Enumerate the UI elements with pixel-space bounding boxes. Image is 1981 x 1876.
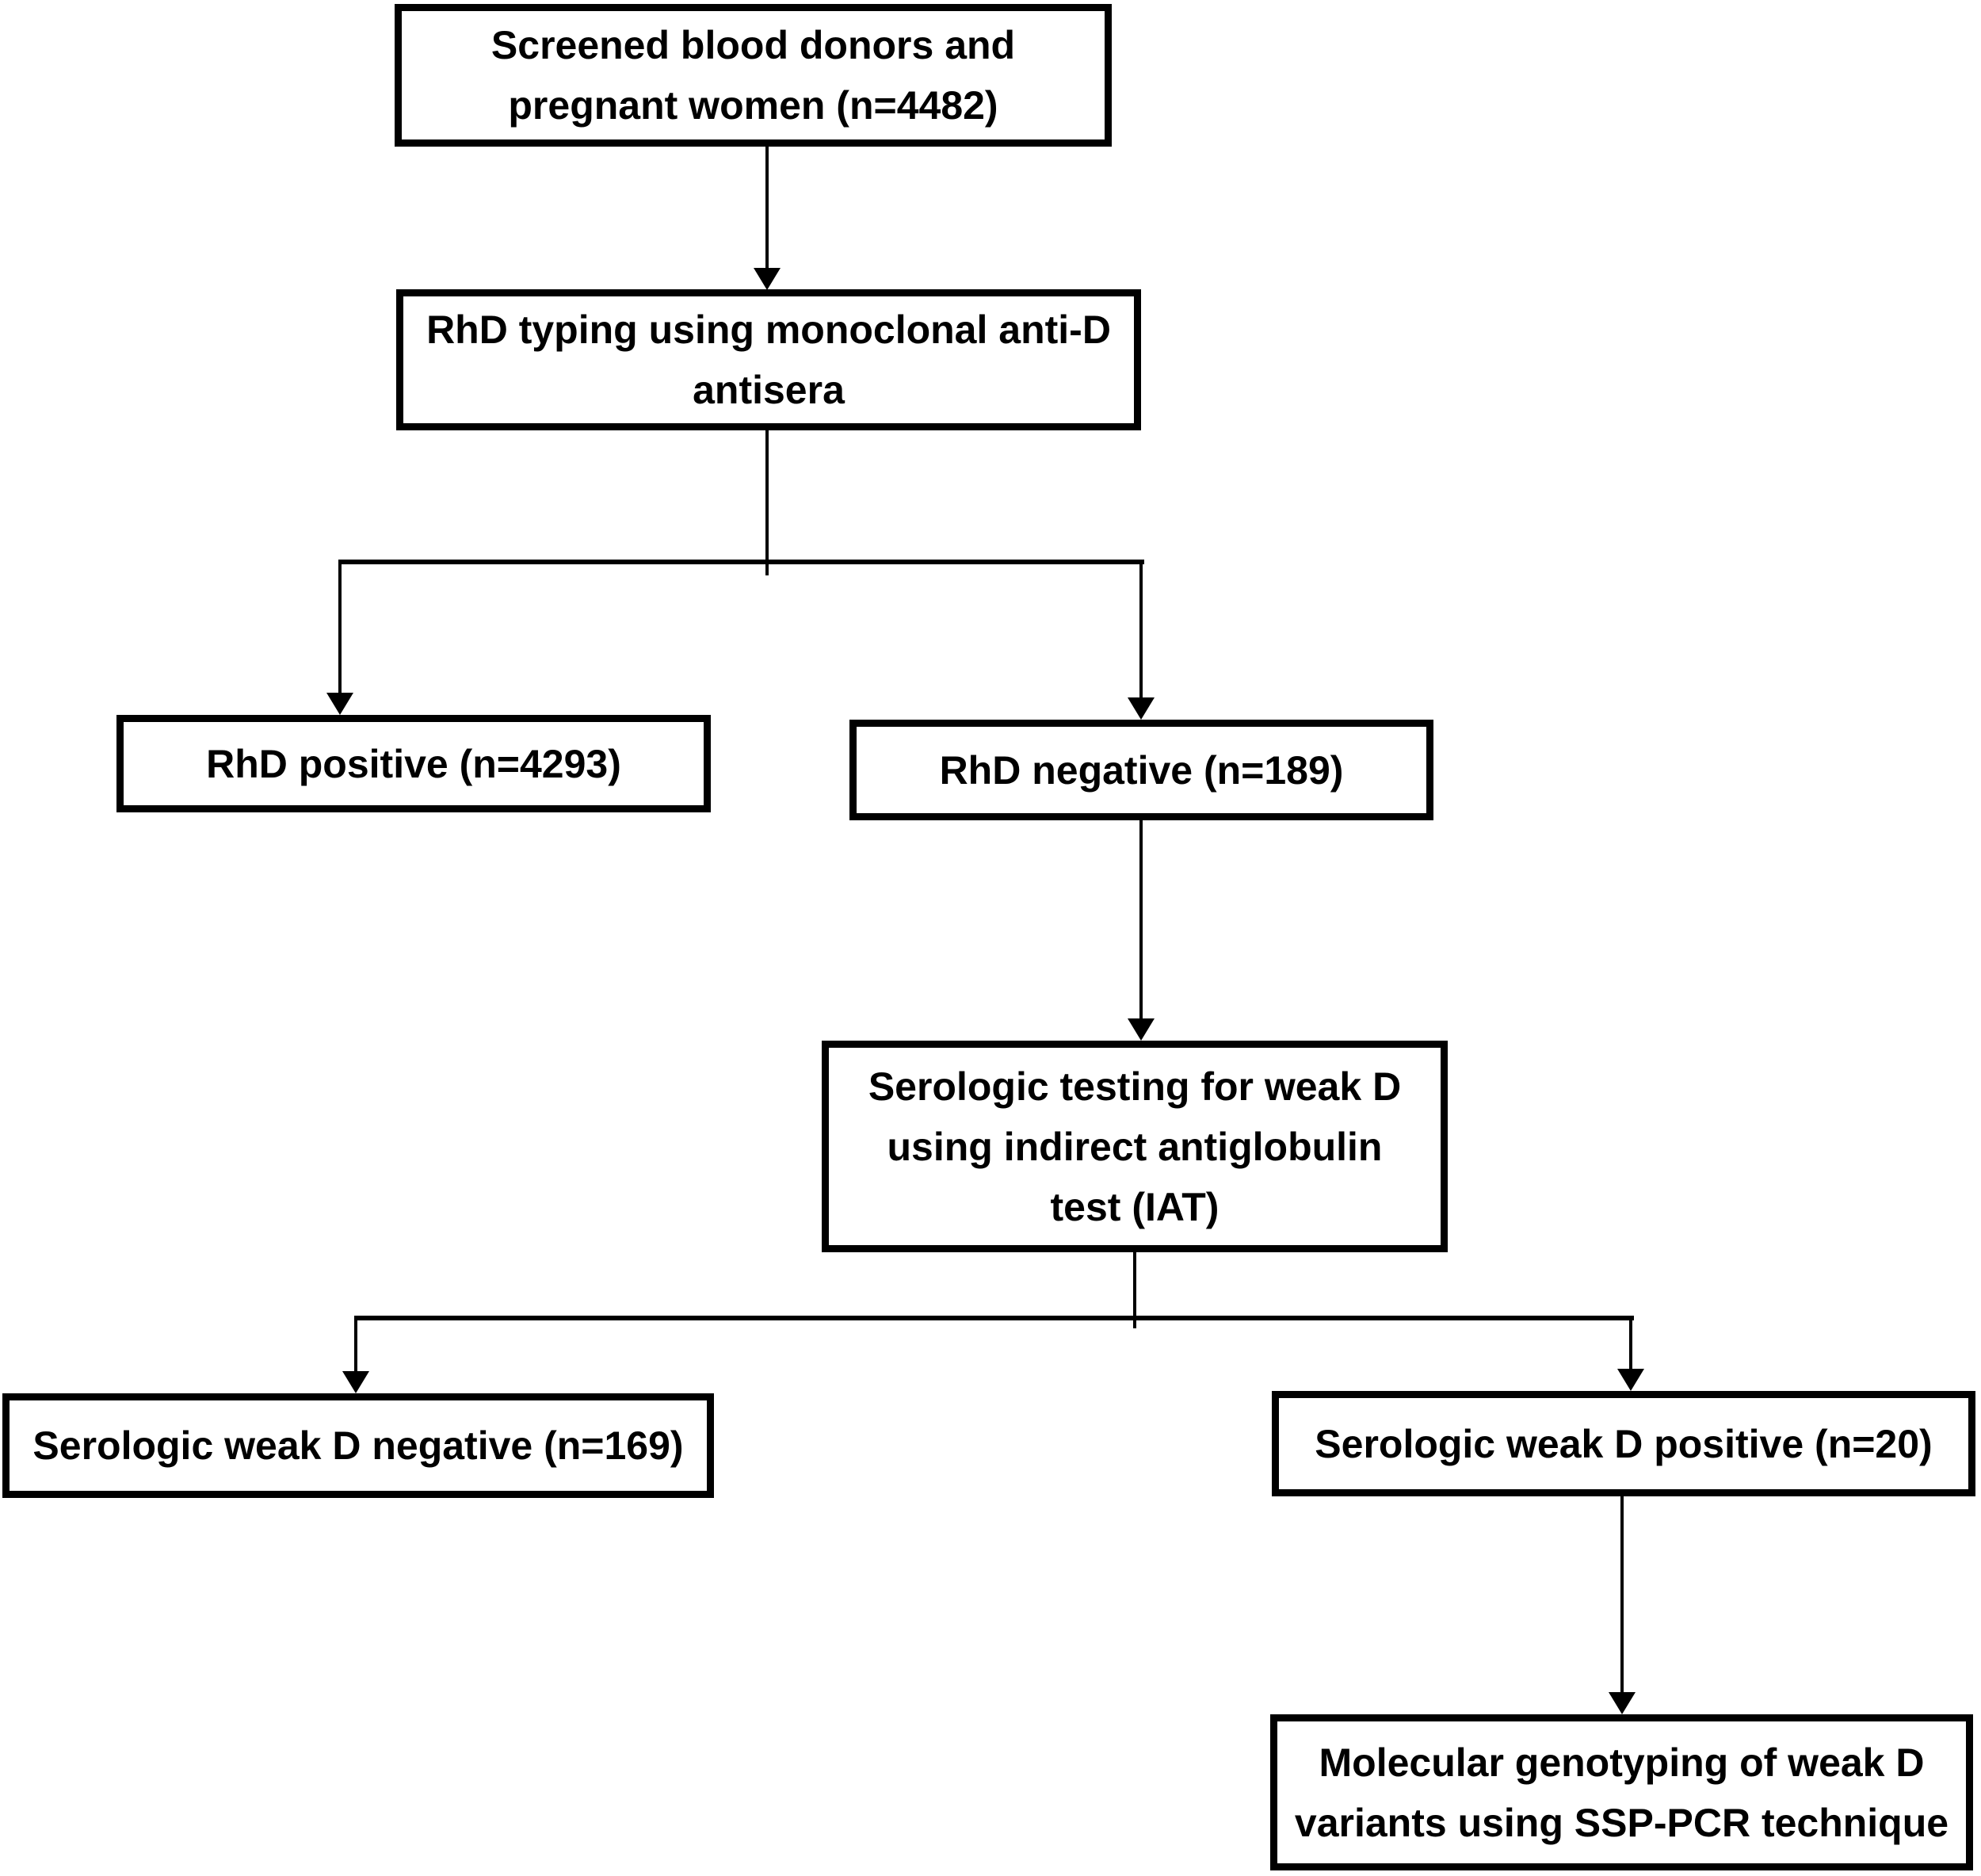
flow-box-rhd-negative: RhD negative (n=189) [849, 720, 1433, 820]
branch-serologic-horizontal [354, 1316, 1634, 1320]
box-text-line: RhD typing using monoclonal anti-D [426, 308, 1111, 352]
flow-box-rhd-typing: RhD typing using monoclonal anti-D antis… [396, 289, 1141, 430]
branch-typing-horizontal [339, 560, 1144, 564]
flow-box-rhd-positive: RhD positive (n=4293) [116, 715, 711, 812]
connector-to-rhd-negative [1139, 560, 1143, 697]
box-text-line: Screened blood donors and [490, 23, 1016, 67]
arrowhead-into-rhd-negative [1128, 697, 1155, 720]
box-text-line: Serologic weak D negative (n=169) [32, 1423, 684, 1468]
box-text-line: variants using SSP-PCR technique [1294, 1800, 1949, 1845]
box-text-line: antisera [693, 368, 845, 412]
connector-to-rhd-positive [338, 560, 342, 693]
connector-positive-to-molecular [1620, 1496, 1624, 1692]
connector-negative-to-serologic [1139, 820, 1143, 1020]
box-text-line: using indirect antiglobulin [887, 1124, 1383, 1169]
branch-serologic-stem [1133, 1252, 1136, 1328]
flow-box-weak-d-negative: Serologic weak D negative (n=169) [2, 1393, 714, 1498]
flow-box-screened-donors: Screened blood donors and pregnant women… [395, 4, 1112, 147]
branch-typing-stem [765, 430, 769, 575]
arrowhead-into-molecular [1609, 1692, 1636, 1714]
connector-to-weak-d-negative [354, 1316, 357, 1371]
flow-box-weak-d-positive: Serologic weak D positive (n=20) [1272, 1391, 1975, 1496]
box-text-line: Serologic testing for weak D [868, 1064, 1402, 1109]
arrowhead-into-weak-d-positive [1617, 1369, 1644, 1391]
connector-screened-to-typing [765, 147, 769, 269]
arrowhead-into-typing [754, 268, 781, 290]
box-text-line: Molecular genotyping of weak D [1319, 1740, 1925, 1785]
box-text-line: RhD negative (n=189) [939, 747, 1344, 793]
arrowhead-into-serologic [1128, 1018, 1155, 1041]
flow-box-molecular-genotyping: Molecular genotyping of weak D variants … [1270, 1714, 1973, 1870]
box-text-line: test (IAT) [1050, 1184, 1220, 1229]
flow-box-serologic-testing: Serologic testing for weak D using indir… [822, 1041, 1448, 1252]
box-text-line: RhD positive (n=4293) [206, 741, 621, 786]
box-text-line: pregnant women (n=4482) [508, 83, 998, 128]
connector-to-weak-d-positive [1629, 1316, 1632, 1369]
arrowhead-into-rhd-positive [326, 693, 353, 715]
arrowhead-into-weak-d-negative [342, 1371, 369, 1393]
box-text-line: Serologic weak D positive (n=20) [1315, 1421, 1933, 1466]
